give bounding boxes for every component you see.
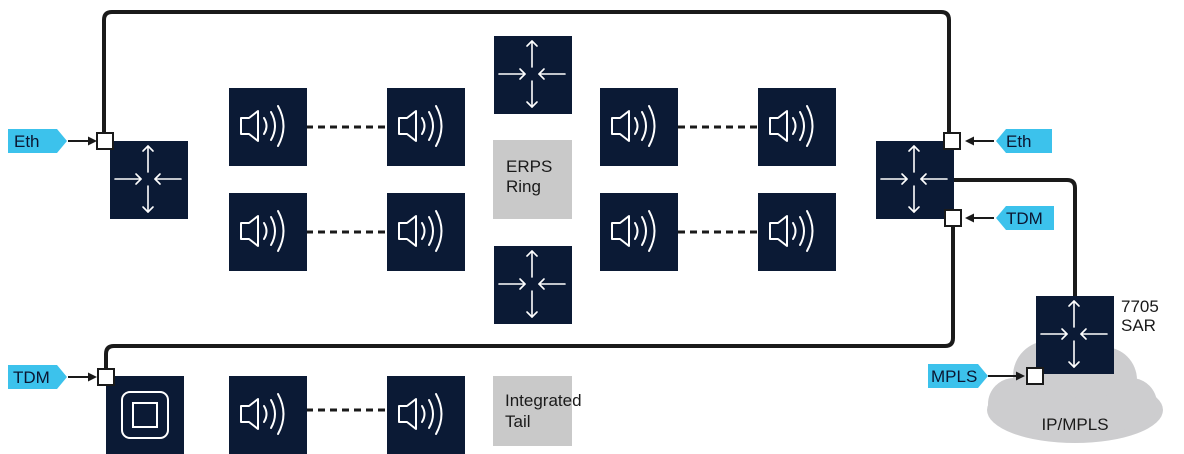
connector-arrows xyxy=(68,136,1025,382)
sar-label-line1: 7705 xyxy=(1121,297,1159,316)
switch-node-right xyxy=(876,141,954,219)
radio-node xyxy=(600,193,678,271)
switch-node-sar xyxy=(1036,296,1114,374)
square-terminal-icon xyxy=(121,391,169,439)
radio-node xyxy=(387,193,465,271)
erps-label-line2: Ring xyxy=(506,177,541,196)
ports xyxy=(96,132,1044,386)
tdm-tag-left: TDM xyxy=(8,365,67,389)
port-square-icon xyxy=(97,368,115,386)
ip-mpls-cloud-icon xyxy=(987,341,1163,443)
eth-tag-right-text: Eth xyxy=(1006,132,1032,151)
eth-tag-left-text: Eth xyxy=(14,132,40,151)
tdm-tag-right: TDM xyxy=(996,206,1054,230)
port-square-icon xyxy=(96,132,114,150)
mpls-tag-text: MPLS xyxy=(931,367,977,386)
eth-tag-left: Eth xyxy=(8,129,67,153)
radio-node xyxy=(229,88,307,166)
radio-node xyxy=(387,88,465,166)
links xyxy=(102,10,1077,376)
tdm-tag-right-text: TDM xyxy=(1006,209,1043,228)
integrated-tail-label: Integrated Tail xyxy=(493,376,582,446)
eth-ring-link xyxy=(102,10,951,140)
tail-label-line1: Integrated xyxy=(505,391,582,410)
mpls-tag: MPLS xyxy=(928,364,988,388)
tdm-link xyxy=(104,224,955,376)
erps-label-line1: ERPS xyxy=(506,157,552,176)
port-square-icon xyxy=(943,132,961,150)
radio-node xyxy=(600,88,678,166)
cloud-label: IP/MPLS xyxy=(1041,415,1108,434)
port-square-icon xyxy=(1026,367,1044,385)
sar-uplink xyxy=(950,178,1077,296)
radio-links xyxy=(306,125,758,412)
switch-node-bottom xyxy=(494,246,572,324)
tail-label-line2: Tail xyxy=(505,412,531,431)
switch-node-top xyxy=(494,36,572,114)
switch-node-left xyxy=(110,141,188,219)
radio-node xyxy=(758,193,836,271)
sar-label-line2: SAR xyxy=(1121,316,1156,335)
radio-node xyxy=(229,376,307,454)
eth-tag-right: Eth xyxy=(996,129,1052,153)
terminal-node xyxy=(106,376,184,454)
erps-ring-label: ERPS Ring xyxy=(493,140,572,219)
radio-node xyxy=(229,193,307,271)
radio-node xyxy=(387,376,465,454)
tdm-tag-left-text: TDM xyxy=(13,368,50,387)
port-square-icon xyxy=(944,209,962,227)
radio-node xyxy=(758,88,836,166)
